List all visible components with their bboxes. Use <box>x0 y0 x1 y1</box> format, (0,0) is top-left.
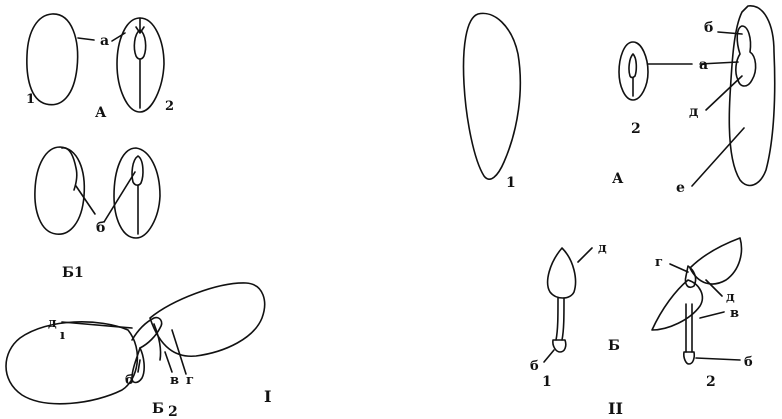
seedling-1-root-tip <box>553 340 566 352</box>
label-ii-b1-d: д <box>598 241 607 256</box>
roman-i: I <box>264 387 271 406</box>
label-ii-d: д <box>689 104 698 120</box>
leader-ii-e <box>692 128 744 186</box>
label-g: г <box>186 373 194 388</box>
germinating-seed-front <box>114 148 160 238</box>
leader-ii-b1-d <box>578 248 592 262</box>
num-ii-b-2: 2 <box>706 374 716 390</box>
label-ii-e: е <box>676 180 685 196</box>
label-d: д <box>48 316 57 331</box>
leaf-right <box>150 283 265 356</box>
num-1: 1 <box>26 92 35 107</box>
panel-a-title: А <box>95 105 107 121</box>
part-ii: 1 2 б а д е А д б 1 <box>464 6 775 418</box>
num-ii-b-1: 1 <box>542 374 552 390</box>
seedling-2-root-tip <box>684 352 694 364</box>
leader-ii-b2-g <box>670 264 688 272</box>
seedling-2-leaf-top <box>690 238 741 284</box>
seedling-2-leaf-bottom <box>652 280 702 330</box>
label-b-b2: б <box>125 373 134 388</box>
part-i: а 1 А 2 б Б1 д ı б в г Б <box>6 14 271 419</box>
panel-b1-title: Б1 <box>62 265 84 281</box>
label-v: в <box>170 373 179 388</box>
grain-long-outline <box>464 13 521 179</box>
tick-mark: ı <box>60 328 65 343</box>
leaf-left <box>6 322 137 404</box>
label-ii-b: б <box>704 20 713 36</box>
leader-ii-b2-b <box>696 358 740 360</box>
panel-b2-title: Б <box>152 401 164 417</box>
label-b: б <box>96 220 105 236</box>
embryo-large <box>736 26 756 86</box>
label-ii-b2-g: г <box>655 255 663 270</box>
label-ii-b2-d: д <box>726 290 735 305</box>
leader-b <box>104 172 135 222</box>
leader-b-2 <box>76 186 95 214</box>
seedling-2-stem <box>686 304 692 352</box>
leader-line-a <box>78 38 94 40</box>
seedling-1-stem <box>556 298 564 340</box>
label-ii-b2-b: б <box>744 355 753 370</box>
num-ii-1: 1 <box>506 175 516 191</box>
label-ii-b1-b: б <box>530 359 539 374</box>
grain-small-embryo <box>629 54 636 78</box>
leader-ii-b2-v <box>700 312 724 318</box>
leader-b-b2 <box>138 360 140 372</box>
leader-ii-d <box>706 76 742 110</box>
label-a: а <box>100 33 109 49</box>
panel-ii-a-title: А <box>612 171 624 187</box>
num-ii-2: 2 <box>631 121 641 137</box>
num-2: 2 <box>165 99 174 114</box>
panel-ii-b-title: Б <box>608 338 620 354</box>
label-ii-a: а <box>699 57 708 73</box>
leader-v <box>165 352 172 372</box>
label-ii-b2-v: в <box>730 306 739 321</box>
roman-ii: II <box>608 399 623 418</box>
embryo-shape <box>134 30 145 59</box>
panel-b2-title-num: 2 <box>168 404 178 419</box>
leader-ii-b1-b <box>544 350 554 362</box>
germinating-seed-side <box>35 147 84 234</box>
seedling-1-leaf <box>548 248 576 298</box>
embryo-b1 <box>132 156 143 185</box>
